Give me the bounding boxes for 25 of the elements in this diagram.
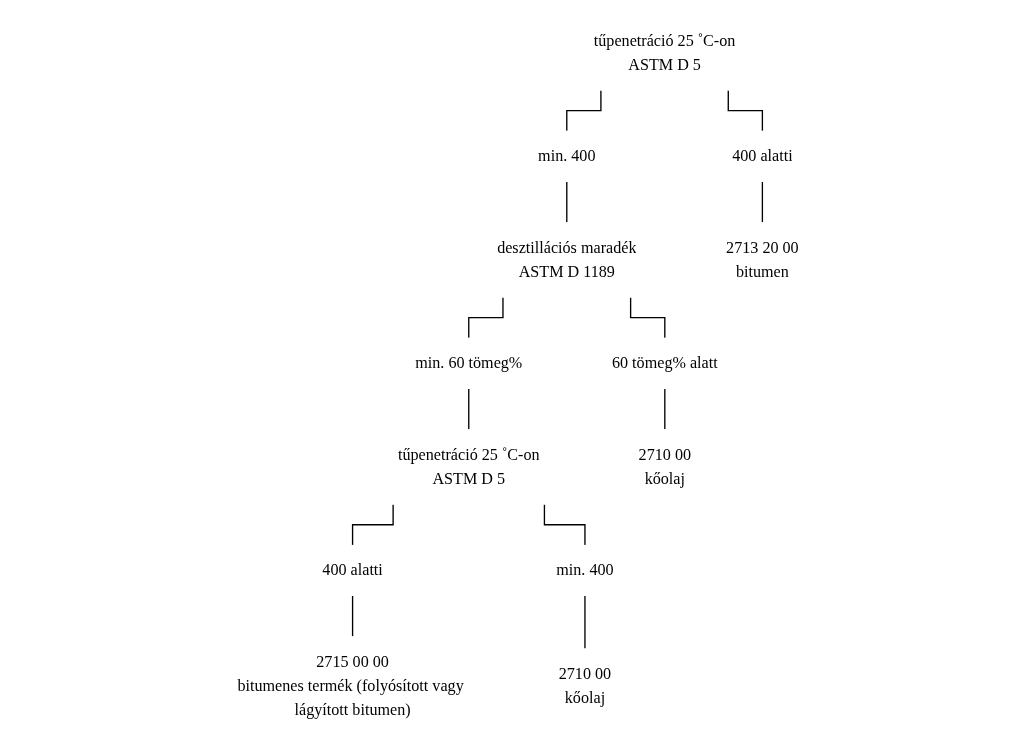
node-text: 2710 00 kőolaj	[558, 664, 612, 707]
connector	[468, 388, 470, 430]
connector	[761, 181, 764, 223]
node-text: tűpenetráció 25 ˚C-on ASTM D 5	[593, 31, 736, 74]
connector	[584, 595, 586, 650]
connector	[566, 181, 568, 223]
node-text: 400 alatti	[322, 561, 383, 579]
node-text: min. 60 tömeg%	[415, 353, 523, 372]
node-text: min. 400	[556, 561, 614, 579]
node-text: desztillációs maradék ASTM D 1189	[497, 238, 637, 281]
node-text: 2715 00 00 bitumenes termék (folyósított vagy lágyított bitumen)	[237, 652, 464, 719]
connector	[468, 296, 504, 339]
connector	[352, 595, 354, 637]
node-text: 2710 00 kőolaj	[638, 445, 692, 488]
connector	[566, 89, 602, 132]
connector	[664, 388, 666, 430]
connector	[630, 296, 666, 339]
connector	[543, 503, 586, 546]
node-text: tűpenetráció 25 ˚C-on ASTM D 5	[398, 445, 540, 488]
connector	[727, 89, 764, 132]
node-text: 2713 20 00 bitumen	[726, 238, 799, 281]
node-text: 400 alatti	[732, 146, 793, 165]
node-text: min. 400	[538, 146, 596, 165]
connector	[352, 503, 394, 546]
node-text: 60 tömeg% alatt	[612, 353, 718, 372]
